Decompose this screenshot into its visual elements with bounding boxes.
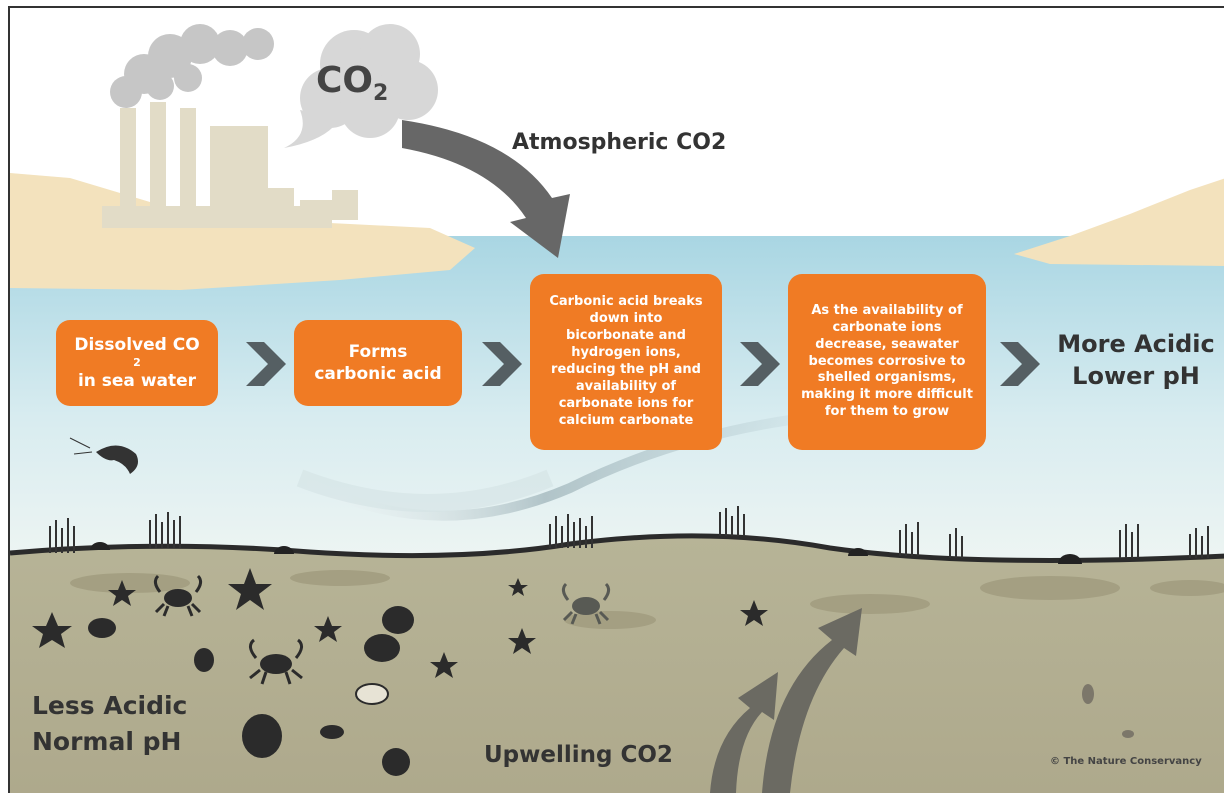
- step-4-text: As the availability of carbonate ions de…: [801, 302, 973, 420]
- starfish-icon: [228, 568, 272, 610]
- mussel-icon: [242, 714, 282, 758]
- crab-icon: [249, 638, 303, 685]
- starfish-icon: [32, 612, 72, 648]
- chevron-right-icon: [246, 342, 286, 386]
- starfish-icon: [108, 580, 136, 606]
- step-carbonic-acid-breaks-down: Carbonic acid breaks down into bicorbona…: [530, 274, 722, 450]
- step-corrosive-seawater: As the availability of carbonate ions de…: [788, 274, 986, 450]
- shell-icon: [194, 648, 214, 672]
- step-1-text: Dissolved CO: [74, 334, 200, 355]
- chevron-right-icon: [740, 342, 780, 386]
- shell-icon: [1082, 684, 1094, 704]
- conch-icon: [355, 683, 389, 705]
- crab-icon: [561, 582, 611, 625]
- scallop-icon: [382, 748, 410, 776]
- more-acidic-label: More Acidic Lower pH: [1046, 328, 1224, 393]
- co2-cloud-text: CO: [316, 60, 374, 101]
- copyright-credit: © The Nature Conservancy: [1050, 756, 1202, 767]
- right-shore: [1014, 178, 1224, 266]
- oyster-icon: [382, 606, 414, 634]
- sand-mounds: [70, 570, 1224, 629]
- starfish-icon: [314, 616, 342, 642]
- seabed-snails: [90, 542, 1082, 564]
- less-acidic-text: Less Acidic: [32, 691, 188, 720]
- factory-icon: [102, 102, 358, 228]
- step-2-text: Forms carbonic acid: [314, 341, 442, 384]
- seagrass: [49, 506, 1209, 558]
- starfish-icon: [508, 578, 528, 596]
- seabed-line: [10, 533, 1224, 563]
- starfish-icon: [430, 652, 458, 678]
- flow-chevrons: [246, 342, 1040, 386]
- crab-icon: [153, 574, 203, 617]
- starfish-icon: [508, 628, 536, 654]
- smoke-icon: [110, 24, 274, 108]
- more-acidic-text: More Acidic: [1057, 330, 1215, 358]
- oyster-icon: [364, 634, 400, 662]
- co2-cloud-subscript: 2: [373, 81, 389, 106]
- sea-creatures: [32, 568, 1134, 776]
- upwelling-co2-label: Upwelling CO2: [484, 742, 673, 768]
- atmospheric-co2-arrow: [402, 120, 570, 258]
- lower-ph-text: Lower pH: [1072, 362, 1200, 391]
- starfish-icon: [740, 600, 768, 626]
- step-3-text: Carbonic acid breaks down into bicorbona…: [549, 294, 703, 428]
- chevron-right-icon: [482, 342, 522, 386]
- shell-icon: [1122, 730, 1134, 738]
- normal-ph-text: Normal pH: [32, 727, 182, 757]
- less-acidic-label: Less Acidic Normal pH: [32, 688, 187, 761]
- co2-cloud-label: CO2: [316, 60, 388, 106]
- chevron-right-icon: [1000, 342, 1040, 386]
- clam-icon: [88, 618, 116, 638]
- step-forms-carbonic-acid: Forms carbonic acid: [294, 320, 462, 406]
- shell-icon: [320, 725, 344, 739]
- co2-cloud-icon: [284, 24, 438, 148]
- step-1-subscript: 2: [133, 355, 141, 369]
- upwelling-arrows: [710, 608, 862, 793]
- step-1-tail: in sea water: [77, 371, 197, 392]
- shrimp-icon: [69, 437, 138, 474]
- atmospheric-co2-label: Atmospheric CO2: [512, 130, 727, 155]
